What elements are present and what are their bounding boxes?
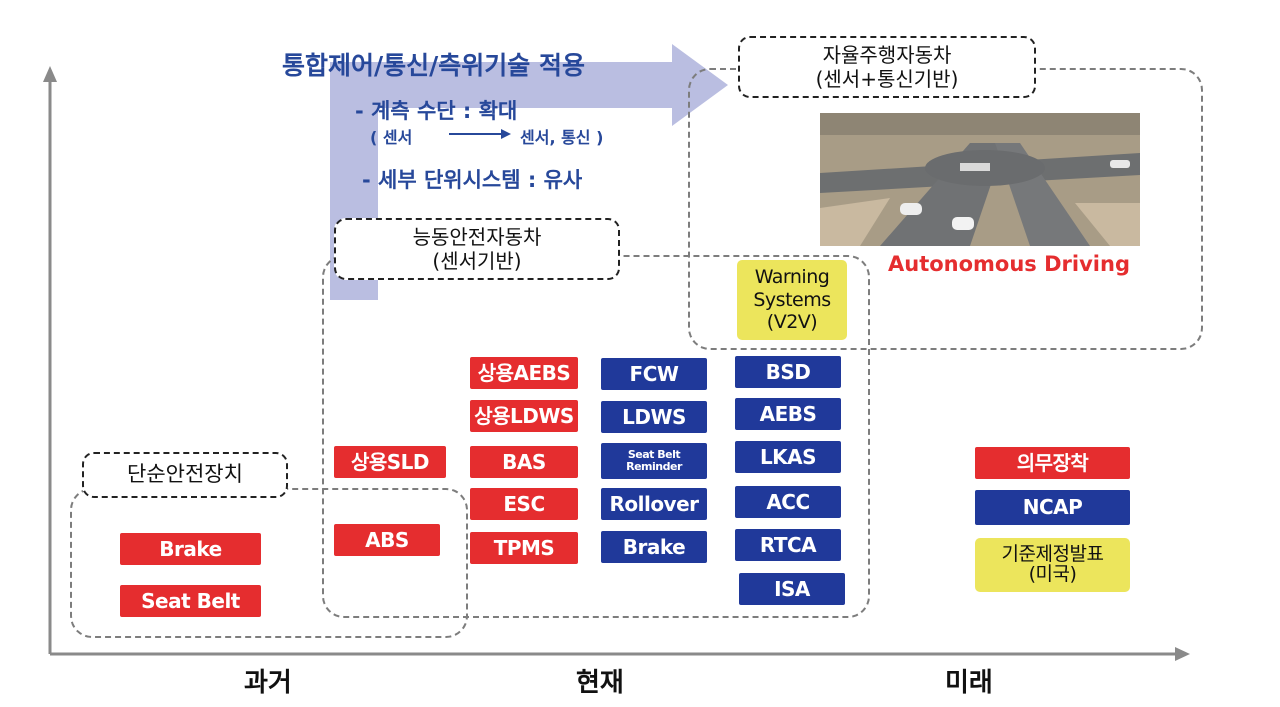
group-auto-title: 자율주행자동차 <box>822 43 952 67</box>
abs: ABS <box>334 524 440 556</box>
isa: ISA <box>739 573 845 605</box>
sld-commercial: 상용SLD <box>334 446 446 478</box>
group-simple-tag: 단순안전장치 <box>82 452 288 498</box>
brake-now: Brake <box>601 531 707 563</box>
fcw: FCW <box>601 358 707 390</box>
warning-systems: Warning Systems (V2V) <box>737 260 847 340</box>
bas: BAS <box>470 446 578 478</box>
lkas: LKAS <box>735 441 841 473</box>
info-heading: 통합제어/통신/측위기술 적용 <box>282 51 585 80</box>
group-active-title: 능동안전자동차 <box>412 225 542 249</box>
axis-label-past: 과거 <box>244 668 292 698</box>
legend-mandatory: 의무장착 <box>975 447 1130 479</box>
group-simple-label: 단순안전장치 <box>127 462 243 487</box>
tpms: TPMS <box>470 532 578 564</box>
seatbelt-past: Seat Belt <box>120 585 261 617</box>
legend-ncap: NCAP <box>975 490 1130 525</box>
road-intersection-photo <box>820 113 1140 246</box>
rollover: Rollover <box>601 488 707 520</box>
arrow-right-icon <box>449 129 511 139</box>
ldws-commercial: 상용LDWS <box>470 400 578 432</box>
group-auto-subtitle: (센서+통신기반) <box>815 67 959 91</box>
axis-label-future: 미래 <box>945 668 993 698</box>
legend-standard-line1: 기준제정발표 <box>1001 543 1104 566</box>
legend-standard: 기준제정발표 (미국) <box>975 538 1130 592</box>
esc: ESC <box>470 488 578 520</box>
info-line2-right: 센서, 통신 ) <box>520 128 604 147</box>
info-line2-left: ( 센서 <box>370 128 413 147</box>
group-active-tag: 능동안전자동차 (센서기반) <box>334 218 620 280</box>
group-active-subtitle: (센서기반) <box>432 249 522 273</box>
acc: ACC <box>735 486 841 518</box>
axis-label-present: 현재 <box>576 668 624 698</box>
info-line3: - 세부 단위시스템 : 유사 <box>362 168 583 192</box>
legend-standard-line2: (미국) <box>1028 563 1077 585</box>
info-line1: - 계측 수단 : 확대 <box>355 99 518 123</box>
ldws: LDWS <box>601 401 707 433</box>
aebs-commercial: 상용AEBS <box>470 357 578 389</box>
group-auto-tag: 자율주행자동차 (센서+통신기반) <box>738 36 1036 98</box>
aebs: AEBS <box>735 398 841 430</box>
rtca: RTCA <box>735 529 841 561</box>
brake-past: Brake <box>120 533 261 565</box>
autonomous-driving-label: Autonomous Driving <box>888 252 1130 276</box>
seatbelt-reminder: Seat Belt Reminder <box>601 443 707 479</box>
bsd: BSD <box>735 356 841 388</box>
